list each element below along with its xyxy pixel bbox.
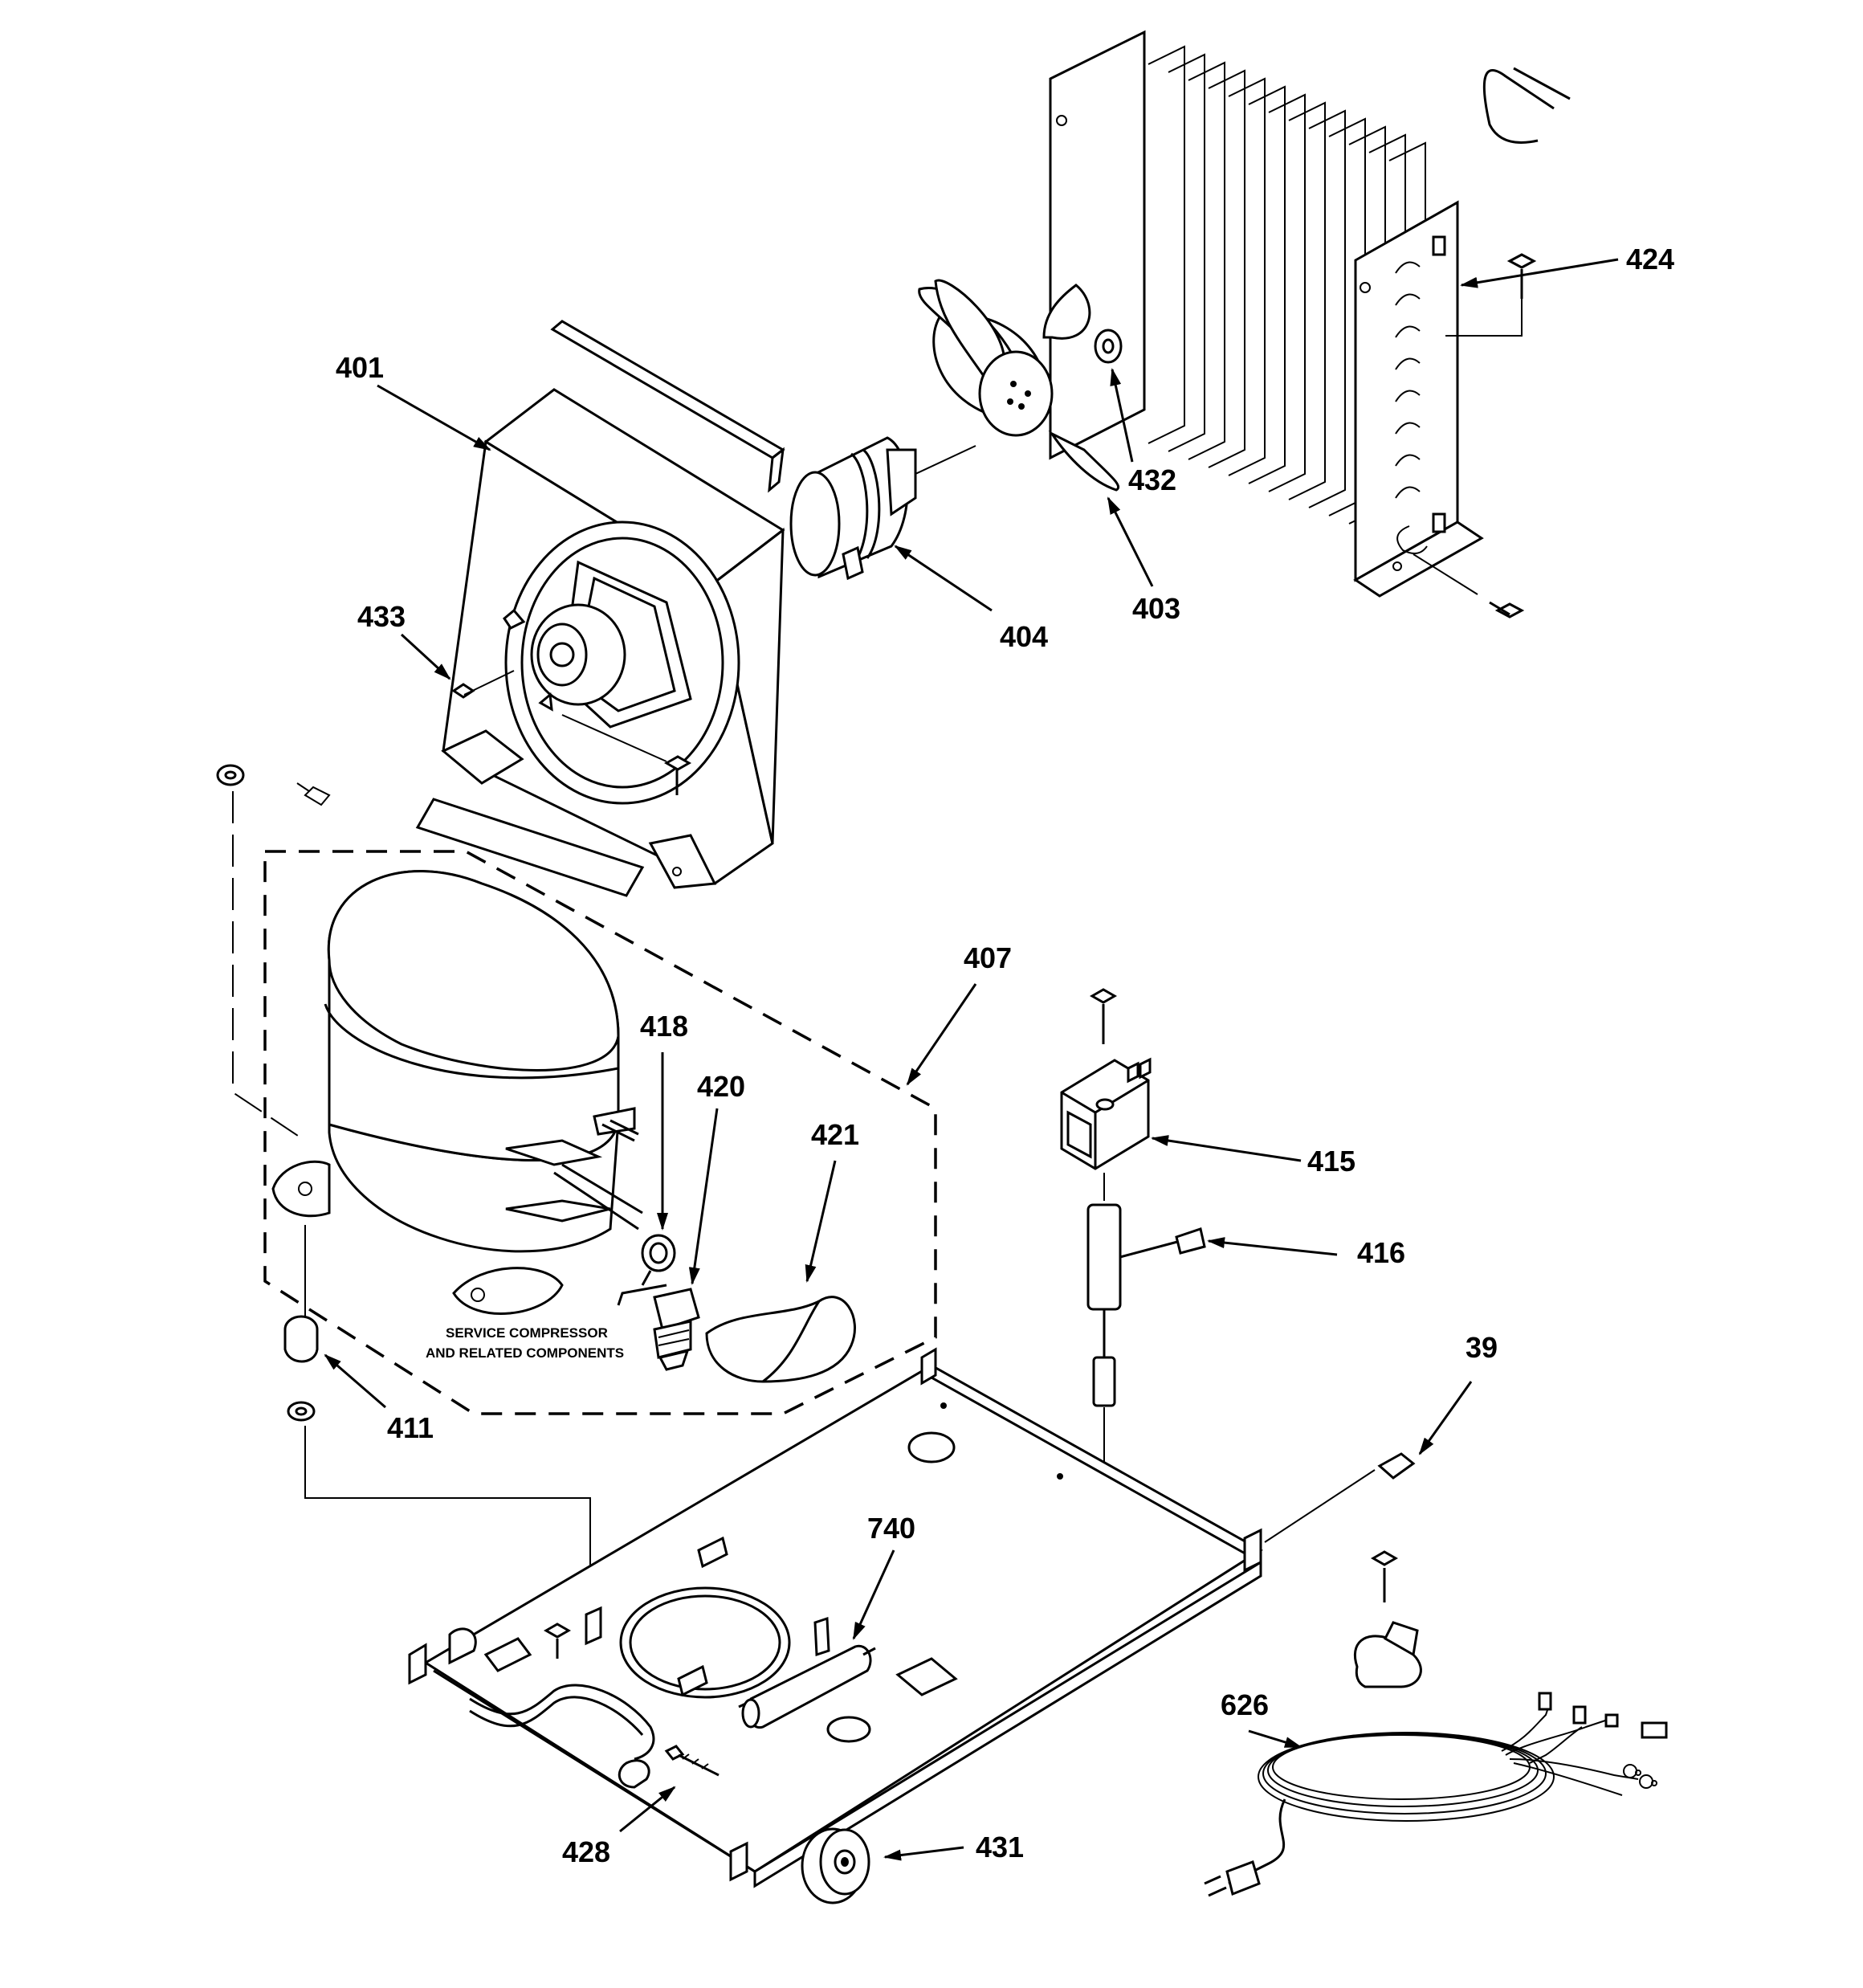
leader-416 <box>1207 1237 1338 1256</box>
solenoid-valve-415 <box>1060 988 1152 1170</box>
fan-blade-403 <box>918 279 1119 492</box>
callout-433: 433 <box>357 600 406 633</box>
grommet-assembly-411 <box>216 764 591 1610</box>
callout-39: 39 <box>1466 1331 1498 1364</box>
callout-431: 431 <box>976 1831 1024 1863</box>
callout-418: 418 <box>640 1010 688 1043</box>
leader-420 <box>688 1108 719 1285</box>
screw-428 <box>664 1745 720 1777</box>
condenser-424 <box>1049 30 1571 618</box>
callout-416: 416 <box>1357 1236 1405 1269</box>
callout-420: 420 <box>697 1070 745 1103</box>
callout-626: 626 <box>1221 1688 1269 1721</box>
leader-428 <box>619 1786 676 1833</box>
callouts: 401 433 404 403 432 424 407 418 420 421 … <box>336 243 1674 1868</box>
leader-431 <box>883 1846 964 1861</box>
leader-415 <box>1151 1135 1302 1162</box>
leader-626 <box>1248 1729 1302 1749</box>
foot-431 <box>801 1827 870 1904</box>
callout-411: 411 <box>387 1411 434 1444</box>
callout-740: 740 <box>867 1512 915 1545</box>
callout-424: 424 <box>1626 243 1674 276</box>
callout-428: 428 <box>562 1835 610 1868</box>
relay-cover-421 <box>705 1296 856 1383</box>
leader-424 <box>1460 258 1619 288</box>
callout-415: 415 <box>1307 1145 1355 1178</box>
callout-432: 432 <box>1128 463 1176 496</box>
callout-401: 401 <box>336 351 384 384</box>
leader-lines <box>324 258 1619 1861</box>
callout-421: 421 <box>811 1118 859 1151</box>
leader-39 <box>1418 1381 1473 1455</box>
callout-403: 403 <box>1132 592 1180 625</box>
leader-433 <box>400 633 451 680</box>
fan-shroud-401 <box>415 320 785 897</box>
leader-740 <box>852 1549 895 1640</box>
washer-432 <box>1094 329 1123 364</box>
leader-403 <box>1107 496 1154 587</box>
leader-401 <box>377 384 491 451</box>
leader-432 <box>1110 368 1134 463</box>
leader-407 <box>906 983 977 1086</box>
leader-411 <box>324 1353 386 1409</box>
leader-421 <box>805 1160 837 1283</box>
relay-420 <box>617 1284 700 1371</box>
leader-404 <box>894 545 993 612</box>
callout-407: 407 <box>964 941 1012 974</box>
power-cord-626 <box>1204 1550 1668 1897</box>
callout-404: 404 <box>1000 620 1048 653</box>
service-note-line-1: SERVICE COMPRESSOR <box>446 1325 608 1341</box>
compressor <box>271 870 643 1315</box>
screw-39 <box>1264 1452 1416 1543</box>
service-note-line-2: AND RELATED COMPONENTS <box>426 1345 624 1361</box>
drier-740 <box>738 1644 876 1729</box>
service-compressor-boundary <box>263 850 937 1415</box>
base-pan <box>408 1347 1263 1888</box>
overload-418 <box>641 1234 676 1286</box>
fan-motor-404 <box>789 436 976 581</box>
